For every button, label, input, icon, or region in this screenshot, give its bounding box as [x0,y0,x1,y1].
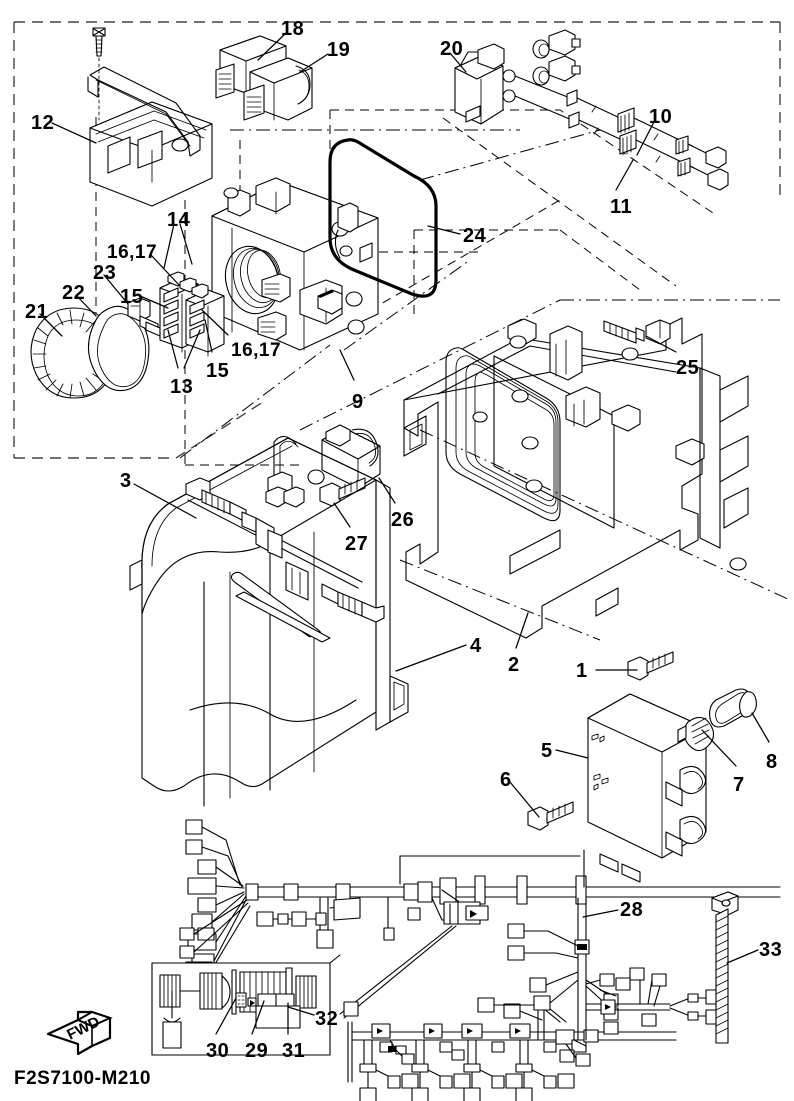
leader-line-10 [636,119,656,156]
leader-line-29 [251,1000,265,1035]
callout-10: 10 [649,106,673,128]
callout-3: 3 [120,470,132,492]
leader-line-32 [287,1006,315,1016]
part-6-bolt [527,801,574,831]
leader-line-16-17 [201,309,229,336]
callout-18: 18 [281,18,305,40]
leader-line-14 [179,223,193,265]
part-18-19-relays [215,35,313,121]
callout-7: 7 [733,774,745,796]
leader-line-33 [726,949,759,964]
callout-leaders [39,32,770,1035]
fwd-direction-badge: FWD [40,1008,118,1060]
leader-line-13 [167,329,179,369]
leader-line-24 [427,225,461,235]
callout-1: 1 [576,660,588,682]
callout-26: 26 [391,509,415,531]
callout-9: 9 [352,391,364,413]
part-9-throttle-body [211,177,379,351]
leader-line-16-17 [149,253,181,287]
callout-15: 15 [206,360,230,382]
leader-line-2 [515,612,529,649]
callout-6: 6 [500,769,512,791]
callout-20: 20 [440,38,464,60]
callout-32: 32 [315,1008,339,1030]
callout-4: 4 [470,635,482,657]
callout-28: 28 [620,899,644,921]
part-27-bolt [319,477,366,507]
group-boundary-dashed [13,21,781,459]
leader-line-26 [378,477,396,504]
callout-29: 29 [245,1040,269,1062]
leader-line-15 [204,319,213,353]
callout-13: 13 [170,376,194,398]
leader-line-12 [51,122,97,144]
callout-33: 33 [759,939,783,961]
part-3-4-cover [129,437,409,807]
leader-line-27 [333,502,351,528]
part-22-o-ring [87,305,150,392]
part-1-bolt [627,651,674,681]
part-5-ecu-module [587,693,707,883]
callout-24: 24 [463,225,487,247]
part-24-seal-ring [328,138,438,298]
callout-22: 22 [62,282,86,304]
leader-line-7 [701,729,737,767]
leader-line-23 [103,274,129,305]
diagram-code-label: F2S7100-M210 [14,1068,151,1089]
callout-5: 5 [541,740,553,762]
part-8-collar [709,688,757,728]
callout-23: 23 [93,262,117,284]
part-2-electrical-bracket [403,317,749,639]
callout-31: 31 [282,1040,306,1062]
leader-line-28 [582,909,619,918]
leader-line-13 [183,329,201,369]
leader-line-22 [75,294,97,317]
leader-line-11 [615,159,634,191]
callout-11: 11 [610,196,633,218]
leader-line-21 [39,313,63,337]
callout-19: 19 [327,39,351,61]
callout-16-17: 16,17 [107,242,158,263]
leader-line-20 [449,52,467,73]
callout-27: 27 [345,533,369,555]
part-10-11-injector-leads [502,29,729,191]
part-33-cable-tie [711,891,739,1044]
leader-line-30 [215,997,237,1035]
leader-line-3 [133,483,197,519]
callout-14: 14 [167,209,191,231]
part-20-fuel-rail-connector [454,43,505,125]
leader-line-19 [299,53,329,73]
callout-12: 12 [31,112,55,134]
leader-line-9 [339,349,355,381]
part-12-relay-cover [87,27,213,207]
part-32-detail-inset [151,954,341,1056]
part-26-ignition-coil [265,424,381,508]
leader-line-14 [163,223,175,269]
leader-line-8 [751,712,770,743]
callout-16-17: 16,17 [231,340,282,361]
callout-15: 15 [120,286,144,308]
leader-line-18 [257,32,287,61]
leader-line-4 [395,644,467,672]
part-23-clip [127,297,161,337]
leader-line-5 [555,749,589,759]
leader-line-6 [509,781,540,818]
callout-2: 2 [508,654,520,676]
callout-30: 30 [206,1040,230,1062]
leader-line-15 [139,295,169,309]
callout-8: 8 [766,751,778,773]
part-7-damper-grommet [677,716,715,752]
part-28-wire-harness [179,819,781,1101]
callout-21: 21 [25,301,49,323]
part-25-bolt [603,319,671,345]
callout-25: 25 [676,357,700,379]
leader-line-25 [645,335,677,353]
